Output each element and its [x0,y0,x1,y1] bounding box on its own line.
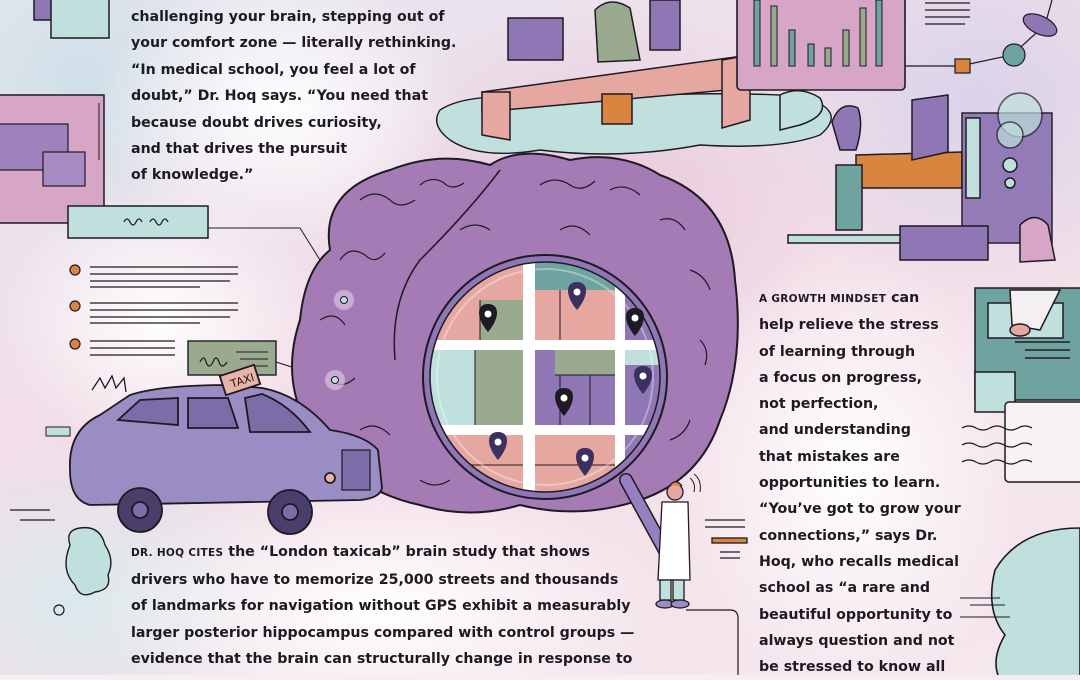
text-line: DR. HOQ CITES the “London taxicab” brain… [131,539,634,567]
speech-bubble-shape [960,527,1080,675]
text-line: opportunities to learn. [759,475,941,492]
text-line: and understanding [759,422,911,439]
text-line: because doubt drives curiosity, [131,114,382,131]
sage-note-box [187,340,334,381]
map-pin-icon [626,308,644,336]
wavy-lines [961,425,1033,465]
text-line: and that drives the pursuit [131,141,348,158]
map-pin-icon [634,366,652,394]
text-line: beautiful opportunity to [759,606,953,623]
map-pin-icon [479,304,497,332]
teal-note-box [67,205,346,301]
text-line: Hoq, who recalls medical [759,553,959,570]
text-line: challenging your brain, stepping out of [131,9,445,25]
text-line: connections,” says Dr. [759,527,938,544]
sitting-woman-figure [974,216,1080,483]
decorative-boxes-top-left [0,0,110,224]
text-line: doubt,” Dr. Hoq says. “You need that [131,88,429,105]
text-line: drivers who have to memorize 25,000 stre… [131,571,619,588]
text-line: help relieve the stress [759,317,939,334]
map-pin-icon [568,282,586,310]
text-line: A GROWTH MINDSET can [759,285,961,312]
text-line: larger posterior hippocampus compared wi… [131,624,635,641]
text-fragment: the “London taxicab” brain study that sh… [223,544,590,560]
text-line: of learning through [759,343,916,360]
text-line: of knowledge.” [131,167,254,184]
connector-nodes [905,0,1058,74]
text-line: that mistakes are [759,448,900,465]
text-line: of landmarks for navigation without GPS … [131,598,631,615]
cloud-icon [53,526,112,616]
paragraph-growth-challenge: challenging your brain, stepping out of … [131,4,456,189]
map-pin-icon [489,432,507,460]
map-pin-icon [555,388,573,416]
lead-in: DR. HOQ CITES [131,547,224,559]
text-line: your comfort zone — literally rethinking… [131,35,457,52]
map-pins [479,282,652,476]
text-line: always question and not [759,632,955,649]
text-fragment: can [886,290,920,306]
bar-chart-icon [736,0,906,91]
text-line: not perfection, [759,396,879,413]
paragraph-taxicab-study: DR. HOQ CITES the “London taxicab” brain… [131,539,634,673]
magnifying-glass-icon [422,254,677,567]
text-line: be stressed to know all [759,659,946,676]
text-line: “In medical school, you feel a lot of [131,61,416,78]
doctor-figure [655,473,748,675]
desk-worker-figure [481,0,751,141]
decorative-bar [45,426,71,437]
map-pin-icon [576,448,594,476]
paragraph-growth-mindset: A GROWTH MINDSET can help relieve the st… [759,285,961,680]
bullet-list-icon [69,264,238,356]
text-line: “You’ve got to grow your [759,501,961,518]
text-line: evidence that the brain can structurally… [131,651,633,668]
lead-in: A GROWTH MINDSET [759,293,887,305]
text-line: a focus on progress, [759,369,923,386]
text-line: school as “a rare and [759,580,931,597]
taxi-icon [10,363,383,535]
